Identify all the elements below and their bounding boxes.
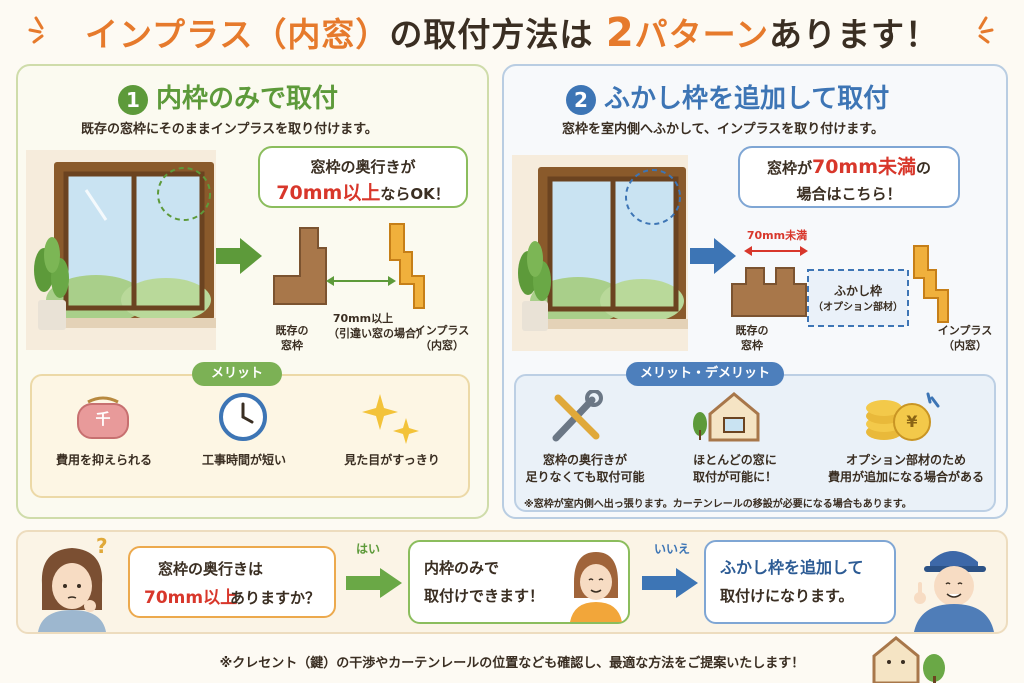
house-icon: [693, 392, 760, 442]
woman-thinking-avatar: [38, 548, 106, 632]
dimension-arrow-2: [744, 246, 808, 256]
merit2-any-window: ほとんどの窓に取付が可能に！: [692, 453, 777, 484]
merit-demerit-pill: メリット・デメリット: [626, 362, 784, 386]
question-mark: ?: [96, 534, 108, 558]
dim-label-2: 70mm未満: [746, 229, 808, 242]
merit-cost: 費用を抑えられる: [55, 453, 152, 467]
arrow-no-icon: [642, 568, 698, 598]
window-illustration: [26, 150, 216, 350]
dimension-arrow: [326, 276, 396, 286]
demerit2-cost: オプション部材のため費用が追加になる場合がある: [827, 453, 984, 484]
page-title: インプラス（内窓）の取付方法は 2パターンあります！: [84, 10, 940, 56]
merit-pill: メリット: [192, 362, 282, 386]
coins-icon: [866, 392, 940, 441]
existing-frame-section-2: [731, 267, 807, 317]
inplus-frame-section-2: [913, 245, 949, 323]
tools-icon: [552, 390, 603, 442]
pattern2-bubble: 窓枠が70mm未満の 場合はこちら！: [738, 146, 960, 208]
existing-frame-label: 既存の窓枠: [275, 324, 309, 352]
purse-icon: [77, 396, 129, 439]
sparkle-icon: [362, 394, 419, 444]
inplus-label-2: インプラス（内窓）: [937, 324, 993, 352]
arrow-right-icon: [216, 238, 262, 274]
merit-time: 工事時間が短い: [201, 453, 286, 467]
arrow-yes-icon: [346, 568, 402, 598]
existing-frame-section: [273, 227, 327, 305]
pattern2-subtitle: 窓枠を室内側へふかして、インプラスを取り付けます。: [562, 122, 885, 137]
purse-mark: 千: [95, 410, 111, 428]
woman-happy-avatar: [570, 552, 622, 622]
inplus-label: インプラス（内窓）: [414, 324, 470, 352]
existing-frame-label-2: 既存の窓枠: [735, 324, 769, 352]
merit-look: 見た目がすっきり: [344, 453, 440, 467]
clock-icon: [219, 393, 267, 441]
no-label: いいえ: [654, 542, 691, 556]
footer-note: ※クレセント（鍵）の干渉やカーテンレールの位置なども確認し、最適な方法をご提案い…: [219, 656, 805, 671]
inplus-frame-section: [389, 223, 425, 309]
fukashi-label: ふかし枠（オプション部材）: [813, 284, 903, 313]
window-illustration-2: [512, 155, 688, 351]
pattern1-bubble: 窓枠の奥行きが 70mm以上ならOK！: [258, 146, 468, 208]
coin-mark: ¥: [906, 412, 918, 431]
house-tree-icon: [872, 636, 945, 683]
yes-label: はい: [356, 542, 381, 556]
focus-circle-2: [625, 169, 681, 225]
pattern1-subtitle: 既存の窓枠にそのままインプラスを取り付けます。: [81, 122, 378, 137]
sparkle-right-icon: [978, 16, 994, 44]
question-box: 窓枠の奥行きは 70mm以上ありますか？: [128, 546, 336, 618]
sparkle-left-icon: [28, 16, 44, 44]
merit-demerit-box: [514, 374, 996, 512]
worker-avatar: [914, 551, 994, 632]
fukashi-frame-box: [807, 269, 909, 327]
merit2-depth: 窓枠の奥行きが足りなくても取付可能: [525, 453, 645, 484]
pattern2-note: ※窓枠が室内側へ出っ張ります。カーテンレールの移設が必要になる場合もあります。: [524, 499, 912, 510]
focus-circle: [157, 167, 211, 221]
answer-no-box: ふかし枠を追加して取付けになります。: [704, 540, 896, 624]
arrow-right-icon-2: [690, 238, 736, 274]
dim-label: 70mm以上（引違い窓の場合）: [328, 312, 427, 340]
